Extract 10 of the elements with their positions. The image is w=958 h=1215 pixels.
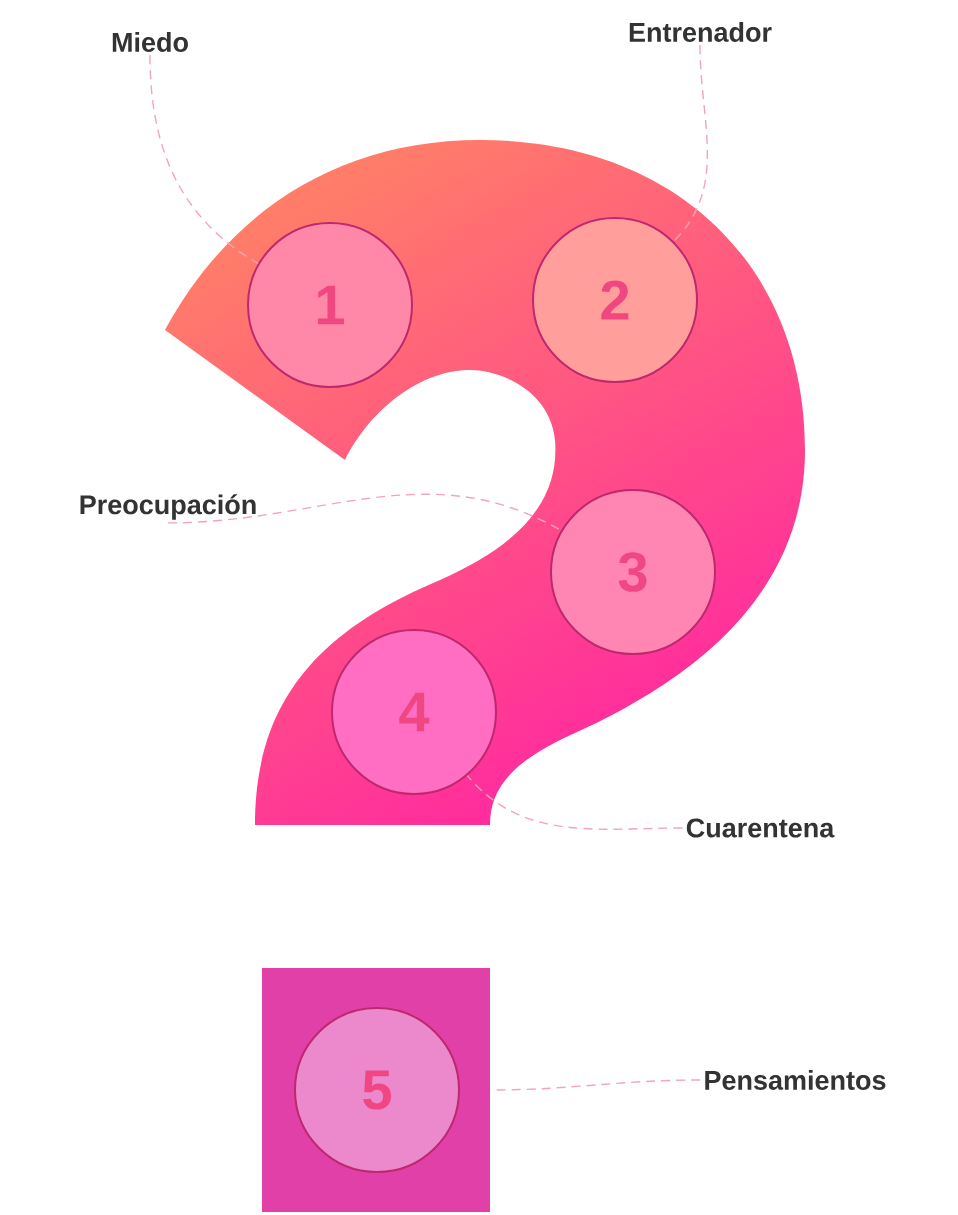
label-text: Miedo <box>112 32 188 52</box>
leader-line <box>489 1079 701 1091</box>
leader-line <box>673 44 709 242</box>
label-text: Preocupación <box>80 494 256 520</box>
leader-line <box>149 54 259 265</box>
label-text: Pensamientos <box>705 1070 886 1090</box>
label-text: Cuarentena <box>686 818 835 838</box>
label-text: Entrenador <box>629 22 772 42</box>
leader-line <box>466 774 684 830</box>
leader-line <box>167 493 562 532</box>
